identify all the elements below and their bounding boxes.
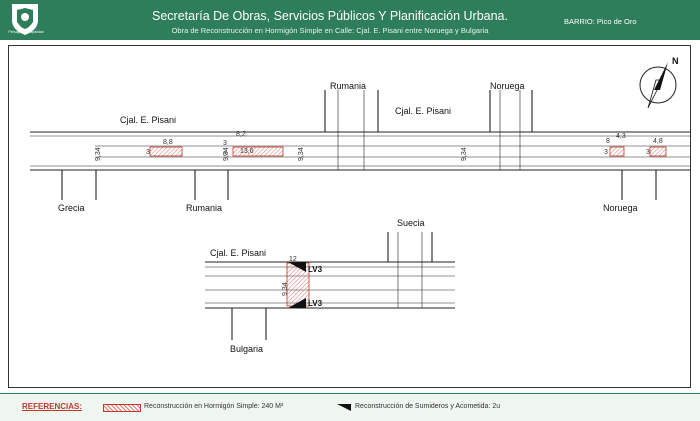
repair-zone (149, 146, 183, 157)
references-title: REFERENCIAS: (22, 402, 83, 411)
street-label: Noruega (490, 81, 525, 91)
dimension-label: 13,6 (240, 148, 254, 155)
dimension-label: 3 (646, 149, 650, 156)
north-arrow-icon: N (639, 56, 679, 109)
upper-street-lines (30, 90, 690, 200)
shield-logo-icon (12, 4, 38, 35)
street-label: Bulgaria (230, 344, 263, 354)
dimension-label: 12 (289, 256, 297, 263)
page-subtitle: Obra de Reconstrucción en Hormigón Simpl… (171, 26, 489, 35)
dimension-label: 8,2 (236, 131, 246, 138)
hatch-legend-label: Reconstrucción en Hormigón Simple: 240 M… (144, 403, 284, 410)
dimension-label: 8,8 (163, 139, 173, 146)
sumidero-label: LV3 (308, 265, 323, 274)
dimension-label: 9,34 (282, 282, 289, 296)
repair-zones-upper (149, 146, 667, 157)
header: Pehuajó Municipalidad Secretaría De Obra… (0, 0, 700, 40)
page-title: Secretaría De Obras, Servicios Públicos … (152, 9, 508, 23)
dimension-label: 3 (223, 140, 227, 147)
repair-zone (649, 146, 667, 157)
sumidero-icon (288, 298, 306, 308)
barrio-label: BARRIO: Pico de Oro (564, 17, 637, 26)
footer-references: REFERENCIAS: Reconstrucción en Hormigón … (0, 393, 700, 421)
street-label: Rumania (186, 203, 222, 213)
street-label: Cjal. E. Pisani (395, 106, 451, 116)
dimension-label: 9,34 (95, 147, 102, 161)
sumidero-markers (288, 262, 306, 308)
hatch-legend-swatch (103, 404, 141, 412)
street-label: Cjal. E. Pisani (210, 248, 266, 258)
street-label: Rumania (330, 81, 366, 91)
svg-text:N: N (672, 56, 679, 66)
street-plan: N Cjal. E. Pisani Cjal. E. Pisani Rumani… (30, 56, 690, 354)
sumidero-legend-label: Reconstrucción de Sumideros y Acometida:… (355, 403, 501, 410)
sumidero-label: LV3 (308, 299, 323, 308)
dimension-label: 3 (146, 149, 150, 156)
sumidero-icon (288, 262, 306, 272)
lower-street-lines (205, 232, 455, 340)
street-label: Cjal. E. Pisani (120, 115, 176, 125)
dimension-label: 4,8 (653, 138, 663, 145)
dimension-label: 9,34 (461, 147, 468, 161)
sumidero-icon (337, 404, 351, 411)
repair-zone (232, 146, 284, 157)
street-label: Suecia (397, 218, 425, 228)
plan-frame (8, 45, 691, 388)
logo-caption: Pehuajó Municipalidad (8, 30, 44, 34)
dimension-label: 9,34 (223, 147, 230, 161)
dimension-label: 3 (604, 149, 608, 156)
repair-zone (609, 146, 625, 157)
street-label: Grecia (58, 203, 85, 213)
dimension-label: 4,3 (616, 133, 626, 140)
dimension-label: 3 (223, 151, 227, 158)
dimension-label: 8 (606, 138, 610, 145)
dimension-label: 9,34 (298, 147, 305, 161)
street-label: Noruega (603, 203, 638, 213)
